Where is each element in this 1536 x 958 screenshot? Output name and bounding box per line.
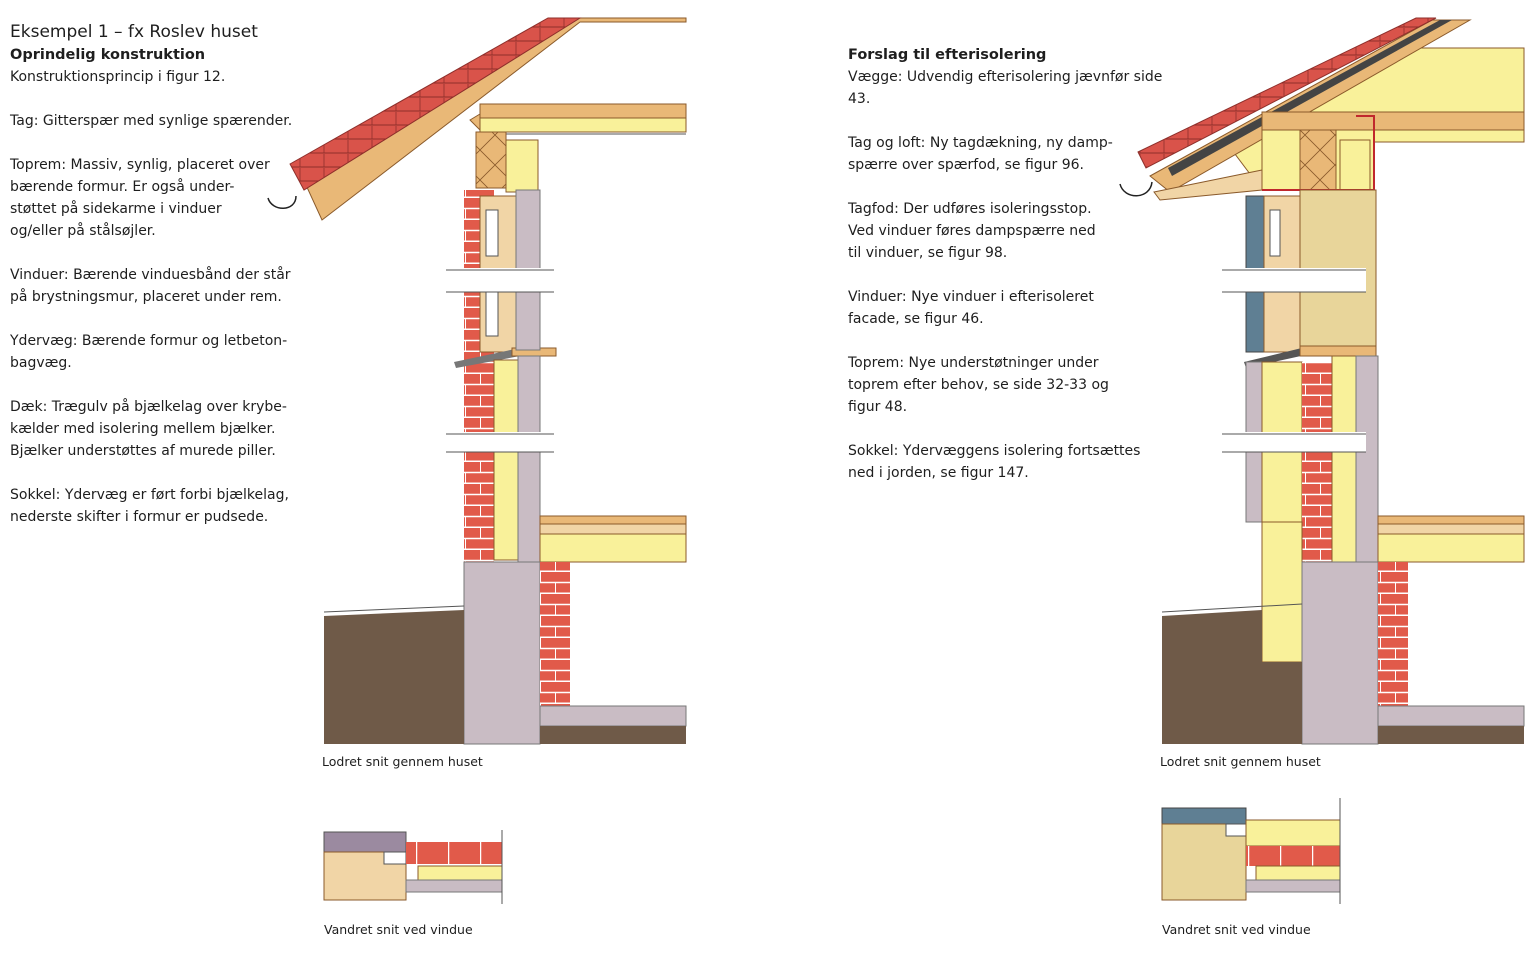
left-paragraph: Toprem: Massiv, synlig, placeret over bæ…	[10, 157, 270, 239]
right-vertical-section	[1119, 17, 1525, 745]
left-vertical-section	[267, 17, 687, 745]
left-paragraph: Tag: Gitterspær med synlige spærender.	[10, 113, 293, 129]
left-horizontal-section	[323, 830, 503, 904]
right-paragraph: Sokkel: Ydervæggens isolering fortsættes…	[848, 443, 1141, 481]
retrofit-proposal-heading: Forslag til efterisolering	[848, 47, 1047, 63]
right-horizontal-section	[1161, 798, 1341, 904]
right-text-column: Forslag til efterisolering Vægge: Udvend…	[848, 44, 1168, 506]
right-paragraph: Toprem: Nye understøtninger under toprem…	[848, 355, 1109, 415]
left-vertical-caption: Lodret snit gennem huset	[322, 754, 483, 769]
left-paragraph: Ydervæg: Bærende formur og letbeton- bag…	[10, 333, 288, 371]
left-paragraph: Sokkel: Ydervæg er ført forbi bjælkelag,…	[10, 487, 289, 525]
original-construction-heading: Oprindelig konstruktion	[10, 47, 206, 63]
right-vertical-caption: Lodret snit gennem huset	[1160, 754, 1321, 769]
right-paragraph: Tagfod: Der udføres isoleringsstop. Ved …	[848, 201, 1096, 261]
right-paragraph: Vægge: Udvendig efterisolering jævnfør s…	[848, 69, 1163, 107]
left-text-column: Eksempel 1 – fx Roslev huset Oprindelig …	[10, 20, 310, 550]
left-paragraph: Dæk: Trægulv på bjælkelag over krybe- kæ…	[10, 399, 287, 459]
right-paragraph: Vinduer: Nye vinduer i efterisoleret fac…	[848, 289, 1094, 327]
left-horizontal-caption: Vandret snit ved vindue	[324, 922, 473, 937]
right-paragraph: Tag og loft: Ny tagdækning, ny damp- spæ…	[848, 135, 1113, 173]
right-horizontal-caption: Vandret snit ved vindue	[1162, 922, 1311, 937]
example-title: Eksempel 1 – fx Roslev huset	[10, 22, 258, 42]
left-paragraph: Konstruktionsprincip i figur 12.	[10, 69, 226, 85]
left-paragraph: Vinduer: Bærende vinduesbånd der står på…	[10, 267, 291, 305]
